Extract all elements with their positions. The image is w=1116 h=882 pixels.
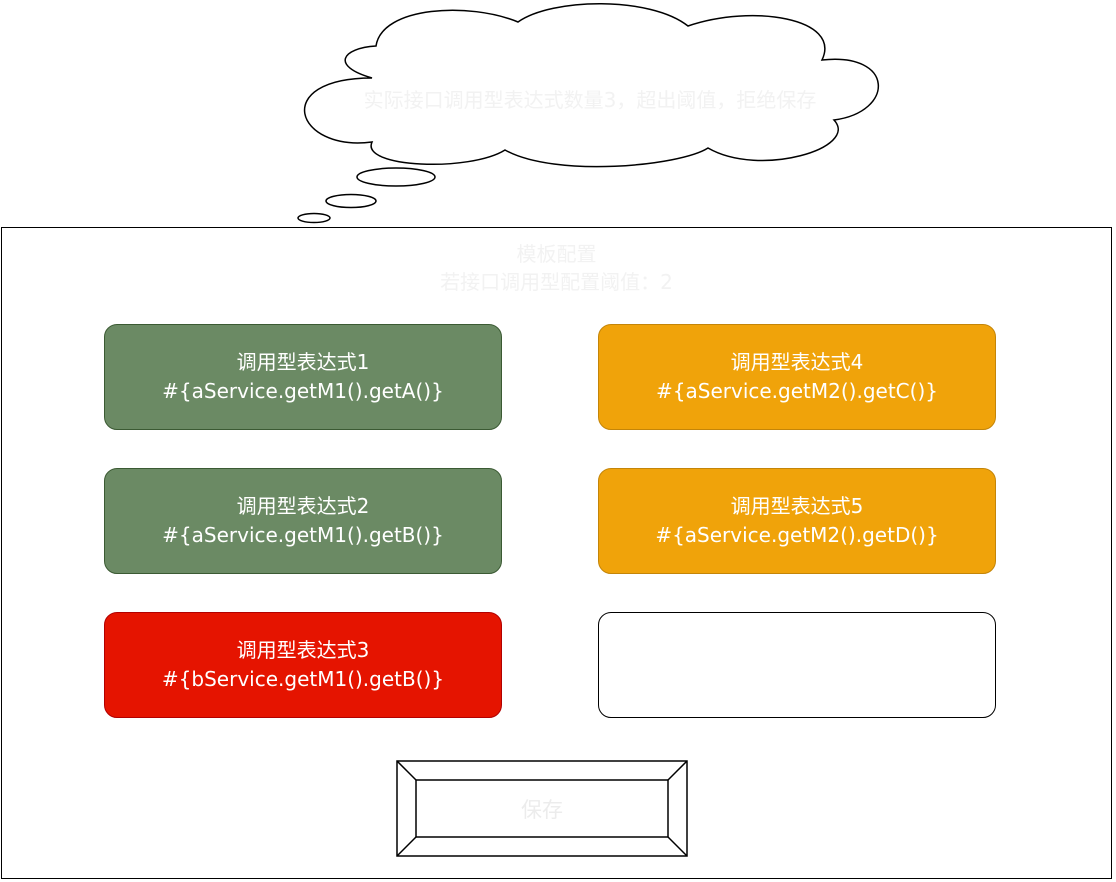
cloud-shape [303, 3, 879, 168]
empty-expression-slot[interactable] [598, 612, 996, 718]
expression-name: 调用型表达式3 [236, 638, 370, 662]
save-button[interactable]: 保存 [396, 760, 688, 857]
expression-name: 调用型表达式5 [730, 494, 864, 518]
expression-box-2[interactable]: 调用型表达式2 #{aService.getM1().getB()} [104, 468, 502, 574]
expression-code: #{bService.getM1().getB()} [161, 667, 445, 691]
expression-box-5[interactable]: 调用型表达式5 #{aService.getM2().getD()} [598, 468, 996, 574]
expression-box-1[interactable]: 调用型表达式1 #{aService.getM1().getA()} [104, 324, 502, 430]
frame-title: 模板配置 若接口调用型配置阈值：2 [1, 240, 1112, 296]
thought-bubble-large [356, 167, 436, 187]
frame-title-threshold: 若接口调用型配置阈值：2 [440, 270, 673, 294]
cloud-message: 实际接口调用型表达式数量3，超出阈值，拒绝保存 [363, 88, 817, 112]
thought-bubble-small [297, 212, 331, 224]
expression-code: #{aService.getM1().getA()} [162, 379, 444, 403]
save-button-frame [396, 760, 688, 857]
save-button-label: 保存 [521, 797, 563, 822]
expression-code: #{aService.getM2().getD()} [655, 523, 939, 547]
expression-name: 调用型表达式1 [236, 350, 370, 374]
frame-title-line1: 模板配置 [516, 242, 597, 266]
expression-box-4[interactable]: 调用型表达式4 #{aService.getM2().getC()} [598, 324, 996, 430]
thought-bubble-medium [325, 193, 377, 209]
expression-code: #{aService.getM1().getB()} [162, 523, 444, 547]
expression-name: 调用型表达式2 [236, 494, 370, 518]
expression-name: 调用型表达式4 [730, 350, 864, 374]
thought-cloud [297, 3, 879, 224]
expression-code: #{aService.getM2().getC()} [656, 379, 938, 403]
expression-box-3[interactable]: 调用型表达式3 #{bService.getM1().getB()} [104, 612, 502, 718]
